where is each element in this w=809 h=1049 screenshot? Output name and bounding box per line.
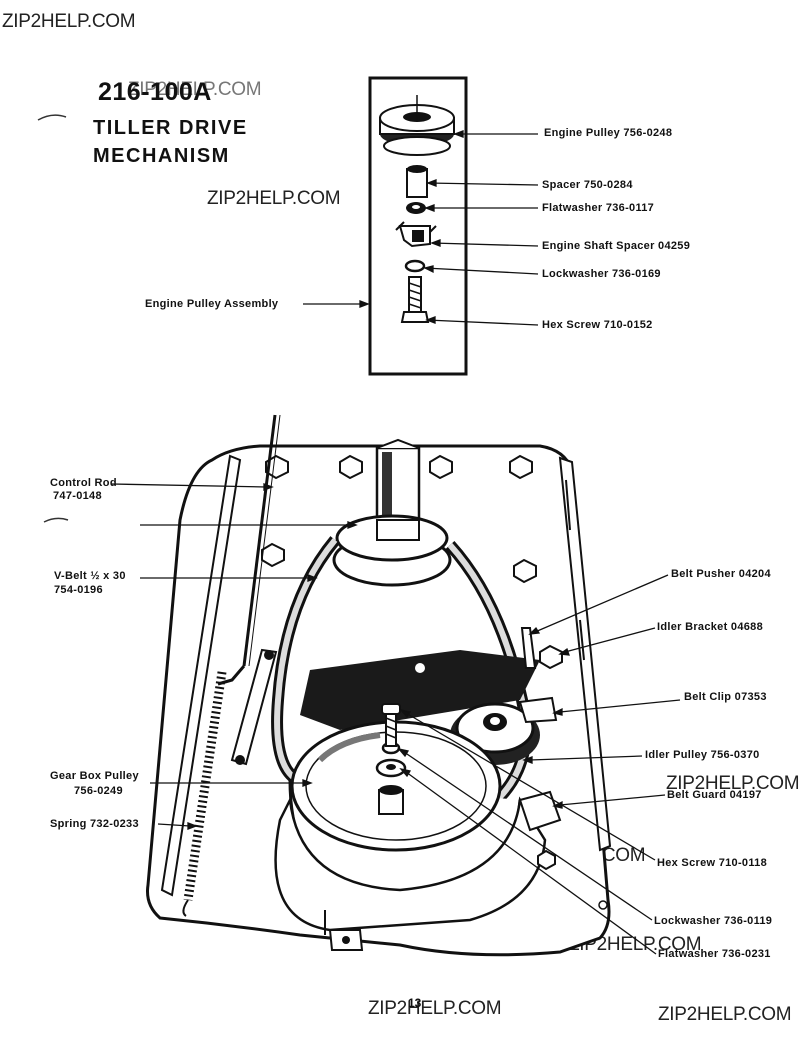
label-control-rod: Control Rod [50,477,117,489]
label-gearbox-pulley-number: 756-0249 [74,785,123,797]
idler-bracket-nut [539,644,563,670]
label-lockwasher: Lockwasher 736-0119 [654,915,773,927]
lockwasher-part [404,259,426,273]
hub-stack [375,703,407,815]
frame-bolts [261,454,537,584]
watermark-top-left: ZIP2HELP.COM [2,11,136,32]
label-belt-guard: Belt Guard 04197 [667,789,762,801]
watermark-inset: ZIP2HELP.COM [207,188,341,209]
label-idler-bracket: Idler Bracket 04688 [657,621,763,633]
label-flatwasher: Flatwasher 736-0231 [658,948,771,960]
belt-pusher [520,627,537,669]
inset-label-flatwasher: Flatwasher 736-0117 [542,202,655,214]
label-gearbox-pulley: Gear Box Pulley [50,770,139,782]
spacer-part [406,165,428,198]
inset-label-spacer: Spacer 750-0284 [542,179,633,191]
engine-pulley-part [379,95,455,156]
watermark-lower-right: ZIP2HELP.COM [568,934,702,955]
label-belt-pusher: Belt Pusher 04204 [671,568,771,580]
hex-screw-part [400,276,430,323]
watermark-title: ZIP2HELP.COM [128,79,262,100]
label-control-rod-number: 747-0148 [53,490,102,502]
watermark-bottom-right: ZIP2HELP.COM [658,1004,792,1025]
model-number: 216-100A [98,78,212,106]
idler-bracket-plate [300,650,540,730]
label-idler-pulley: Idler Pulley 756-0370 [645,749,760,761]
belt-clip [518,696,558,724]
label-spring: Spring 732-0233 [50,818,139,830]
inset-label-lockwasher: Lockwasher 736-0169 [542,268,661,280]
page-number: 13 [408,996,422,1010]
inset-label-hex-screw: Hex Screw 710-0152 [542,319,653,331]
inset-label-engine-shaft-spacer: Engine Shaft Spacer 04259 [542,240,691,252]
inset-frame [368,76,468,376]
title-line-2: MECHANISM [93,145,230,167]
inset-label-engine-pulley: Engine Pulley 756-0248 [544,127,673,139]
engine-pulley [332,514,452,587]
label-vbelt-number: 754-0196 [54,584,103,596]
title-line-1: TILLER DRIVE [93,117,248,139]
belt-guard [518,790,562,832]
label-vbelt: V-Belt ½ x 30 [54,570,126,582]
label-hex-screw: Hex Screw 710-0118 [657,857,767,869]
watermark-bottom-center: ZIP2HELP.COM [368,998,502,1019]
spring [182,671,227,917]
label-belt-clip: Belt Clip 07353 [684,691,767,703]
watermark-mid-right: ZIP2HELP.COM [666,773,800,794]
assembly-label: Engine Pulley Assembly [145,298,279,310]
